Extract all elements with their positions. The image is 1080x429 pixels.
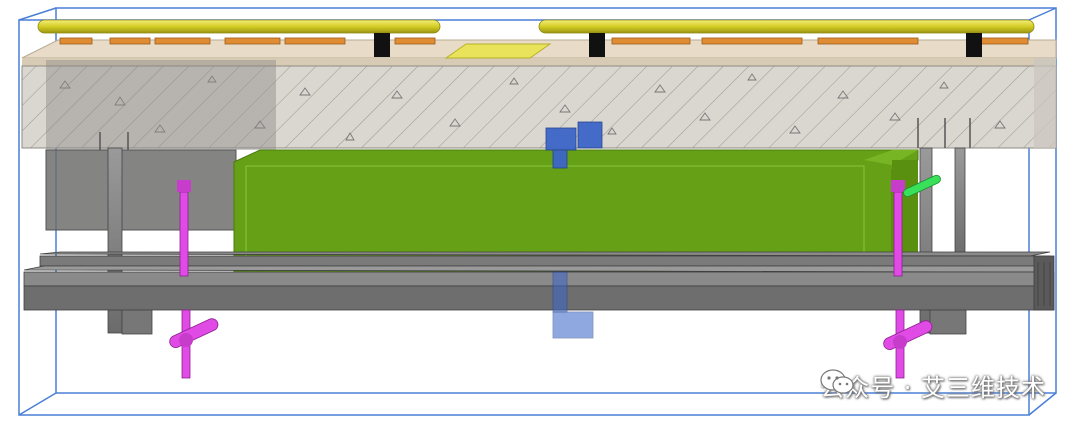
left-equipment-box: [45, 60, 276, 231]
watermark-text: 公众号 · 艾三维技术: [820, 374, 1046, 402]
wechat-icon: [820, 369, 854, 394]
pipe-supports: [374, 33, 982, 57]
steel-support-rails: [23, 251, 1055, 311]
magenta-pipe-left: [169, 180, 219, 379]
orange-rebar-strips: [59, 37, 1029, 45]
concrete-aggregate: [59, 73, 1006, 141]
anchor-bolts: [99, 118, 971, 150]
watermark: 公众号 · 艾三维技术: [820, 368, 1046, 403]
magenta-pipe-right: [883, 174, 941, 379]
concrete-beam: [21, 58, 1057, 149]
yellow-pipes: [37, 19, 1035, 34]
blue-bracket: [545, 121, 603, 339]
yellow-opening-patch: [444, 43, 552, 59]
